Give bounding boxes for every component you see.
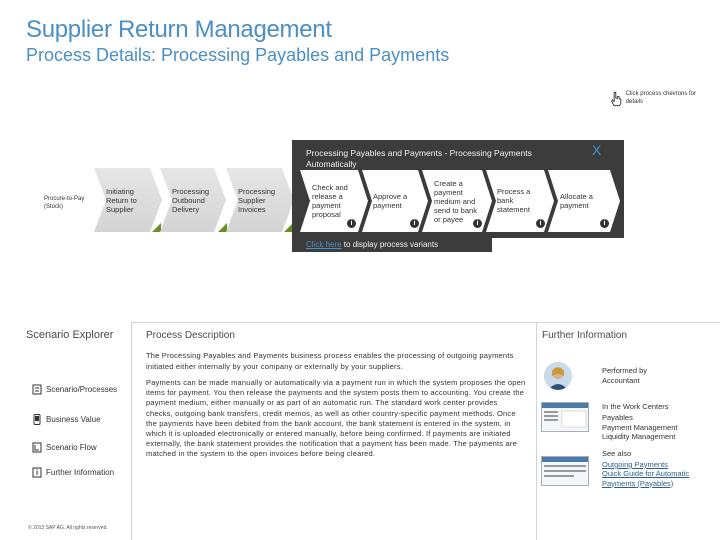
nav-business-value[interactable]: Business Value xyxy=(32,414,101,425)
process-variants: Click here to display process variants xyxy=(306,240,438,249)
performed-by-value: Accountant xyxy=(602,376,640,385)
scenario-explorer-panel xyxy=(0,322,132,540)
performed-by-label: Performed by xyxy=(602,366,648,375)
work-center-item: Liquidity Management xyxy=(602,432,676,441)
section-divider xyxy=(0,322,720,323)
info-icon xyxy=(32,467,42,478)
info-icon[interactable]: i xyxy=(600,219,609,228)
chevron-procure-to-pay[interactable] xyxy=(36,168,98,232)
work-center-item: Payment Management xyxy=(602,423,678,432)
chevron-label: Procure-to-Pay (Stock) xyxy=(44,196,85,210)
nav-label: Further Information xyxy=(46,468,115,477)
nav-label: Business Value xyxy=(46,415,101,424)
scenario-explorer-title: Scenario Explorer xyxy=(26,329,114,341)
page-subtitle: Process Details: Processing Payables and… xyxy=(26,45,450,65)
flow-icon xyxy=(32,442,42,453)
description-intro: The Processing Payables and Payments bus… xyxy=(146,351,514,371)
status-corner xyxy=(152,223,161,232)
close-icon[interactable]: X xyxy=(592,142,602,158)
avatar xyxy=(544,362,572,390)
chevron-label: Processing Outbound Delivery xyxy=(172,187,210,214)
work-center-thumbnail xyxy=(541,402,589,432)
further-information-title: Further Information xyxy=(542,330,628,341)
document-thumbnail xyxy=(541,456,589,486)
screen-thumbnail-icon xyxy=(542,403,588,428)
phone-icon xyxy=(33,414,41,425)
step-label: Process a bank statement xyxy=(497,187,531,214)
chevron-label: Processing Supplier Invoices xyxy=(238,187,276,214)
description-title: Process Description xyxy=(146,330,235,341)
info-icon[interactable]: i xyxy=(347,219,356,228)
link-quick-guide[interactable]: Quick Guide for Automatic Payments (Paya… xyxy=(602,469,690,488)
person-icon xyxy=(544,362,572,390)
variants-text: to display process variants xyxy=(341,240,439,249)
process-icon xyxy=(32,384,42,395)
hand-pointer-icon xyxy=(611,91,622,107)
chevron-hint: Click process chevrons for details xyxy=(610,90,700,108)
active-process-title: Processing Payables and Payments - Proce… xyxy=(306,148,532,169)
step-label: Allocate a payment xyxy=(560,192,593,210)
work-center-item: Payables xyxy=(602,413,633,422)
variants-bar xyxy=(292,236,492,252)
step-check-release[interactable] xyxy=(300,170,368,232)
status-corner xyxy=(284,223,293,232)
work-centers-label: In the Work Centers xyxy=(602,402,669,411)
step-label: Check and release a payment proposal xyxy=(312,183,348,219)
nav-label: Scenario/Processes xyxy=(46,385,118,394)
info-icon[interactable]: i xyxy=(536,219,545,228)
chevron-label: Initiating Return to Supplier xyxy=(106,187,137,214)
status-corner xyxy=(218,223,227,232)
nav-scenario-flow[interactable]: Scenario Flow xyxy=(32,442,97,453)
page-title: Supplier Return Management xyxy=(26,16,332,43)
nav-scenario-processes[interactable]: Scenario/Processes xyxy=(32,384,117,395)
info-icon[interactable]: i xyxy=(473,219,482,228)
hint-text: Click process chevrons for details xyxy=(625,91,696,105)
further-information-panel xyxy=(536,322,720,540)
nav-further-information[interactable]: Further Information xyxy=(32,467,114,478)
step-label: Approve a payment xyxy=(373,192,408,210)
copyright: © 2013 SAP AG. All rights reserved. xyxy=(28,525,108,531)
screen-thumbnail-icon xyxy=(542,457,588,477)
info-icon[interactable]: i xyxy=(410,219,419,228)
variants-link[interactable]: Click here xyxy=(306,240,342,249)
description-body: Payments can be made manually or automat… xyxy=(146,378,526,459)
step-label: Create a payment medium and send to bank… xyxy=(434,179,477,224)
link-outgoing-payments[interactable]: Outgoing Payments xyxy=(602,460,668,469)
see-also-label: See also xyxy=(602,449,632,458)
nav-label: Scenario Flow xyxy=(46,443,97,452)
